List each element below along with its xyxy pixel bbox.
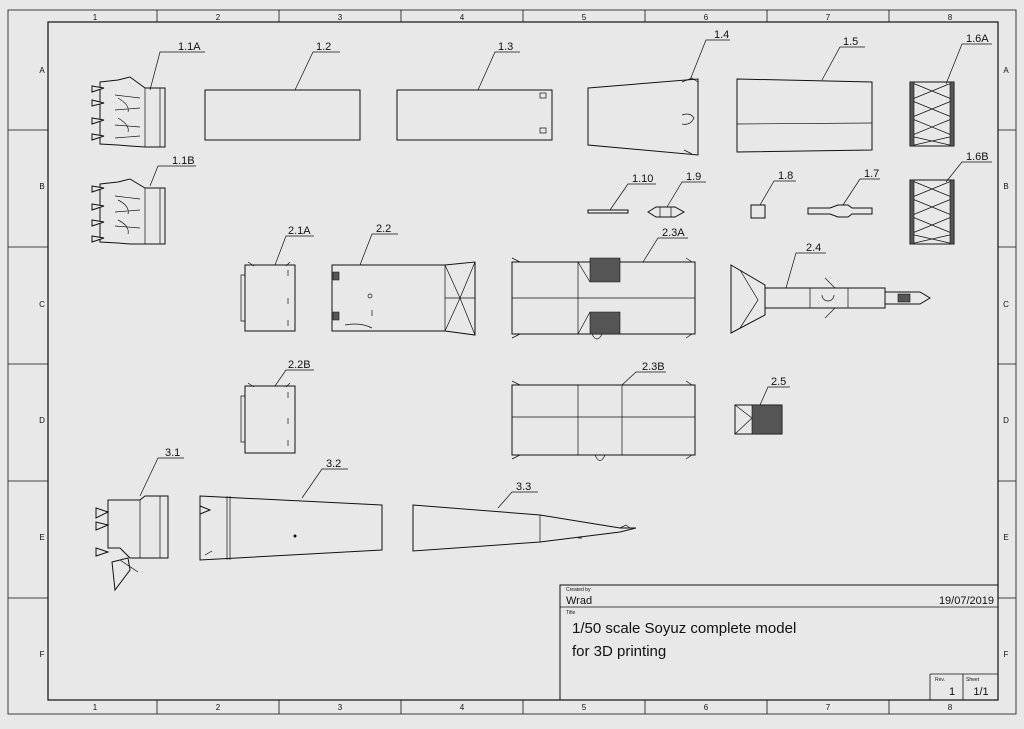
part-2-5-grid-plate: 2.5 (734, 376, 790, 435)
row-label: A (39, 66, 45, 75)
col-label: 4 (460, 13, 465, 22)
part-2-1a-module: 2.1A (240, 225, 314, 332)
row-labels-left: A B C D E F (39, 66, 45, 659)
row-label: D (39, 416, 45, 425)
col-label: 5 (582, 703, 587, 712)
part-label: 1.6B (966, 151, 989, 163)
part-3-1-engine-section: 3.1 (95, 447, 184, 592)
part-2-3a-module: 2.3A (511, 227, 696, 340)
part-3-2-tapered-stage: 3.2 (199, 458, 383, 561)
row-label: C (39, 300, 45, 309)
col-label: 2 (216, 703, 221, 712)
row-label: B (39, 182, 44, 191)
row-label: E (1003, 533, 1008, 542)
part-1-8-block: 1.8 (750, 170, 796, 219)
col-label: 4 (460, 703, 465, 712)
part-1-2-panel: 1.2 (204, 41, 361, 141)
column-labels-bottom: 1 2 3 4 5 6 7 8 (93, 703, 953, 712)
row-label: A (1003, 66, 1009, 75)
row-label: F (1004, 650, 1009, 659)
col-label: 7 (826, 13, 831, 22)
part-label: 1.5 (843, 36, 858, 48)
col-label: 8 (948, 703, 953, 712)
part-label: 1.1B (172, 155, 195, 167)
part-label: 2.5 (771, 376, 786, 388)
part-label: 2.3A (662, 227, 685, 239)
part-2-2b-module: 2.2B (240, 359, 314, 454)
row-label: F (40, 650, 45, 659)
part-1-10-strut: 1.10 (587, 173, 656, 214)
part-label: 1.9 (686, 171, 701, 183)
part-label: 1.6A (966, 33, 989, 45)
col-label: 6 (704, 703, 709, 712)
part-2-2-module: 2.2 (331, 223, 476, 336)
revision-label: Rev. (935, 677, 945, 683)
row-labels-right: A B C D E F (1003, 66, 1009, 659)
part-1-4-tapered-panel: 1.4 (587, 29, 730, 156)
col-label: 2 (216, 13, 221, 22)
part-1-1b-engine-block: 1.1B (91, 155, 196, 245)
col-label: 8 (948, 13, 953, 22)
part-label: 1.4 (714, 29, 729, 41)
row-label: D (1003, 416, 1009, 425)
col-label: 1 (93, 703, 98, 712)
part-label: 2.3B (642, 361, 665, 373)
row-label: C (1003, 300, 1009, 309)
part-1-3-panel: 1.3 (396, 41, 553, 141)
part-1-7-rod: 1.7 (807, 168, 880, 218)
revision-value: 1 (949, 686, 955, 698)
col-label: 7 (826, 703, 831, 712)
part-label: 1.3 (498, 41, 513, 53)
part-label: 1.8 (778, 170, 793, 182)
part-label: 1.1A (178, 41, 201, 53)
sheet-label: Sheet (966, 677, 980, 683)
drawing-title-line1: 1/50 scale Soyuz complete model (572, 620, 796, 637)
part-label: 2.4 (806, 242, 821, 254)
sheet-value: 1/1 (973, 686, 988, 698)
created-by-label: Created by (566, 587, 591, 593)
part-1-6a-truss-frame: 1.6A (909, 33, 992, 147)
part-label: 2.1A (288, 225, 311, 237)
outer-border (7, 9, 1017, 715)
part-label: 2.2 (376, 223, 391, 235)
part-1-6b-truss-frame: 1.6B (909, 151, 992, 245)
part-label: 3.2 (326, 458, 341, 470)
drawing-title-line2: for 3D printing (572, 643, 666, 660)
part-label: 2.2B (288, 359, 311, 371)
part-label: 3.1 (165, 447, 180, 459)
part-label: 1.10 (632, 173, 653, 185)
grid-ticks (8, 10, 1016, 714)
part-label: 3.3 (516, 481, 531, 493)
col-label: 5 (582, 13, 587, 22)
part-label: 1.7 (864, 168, 879, 180)
title-label: Title (566, 610, 575, 616)
row-label: B (1003, 182, 1008, 191)
title-block: Created by Wrad 19/07/2019 Title 1/50 sc… (559, 584, 999, 701)
col-label: 3 (338, 703, 343, 712)
column-labels-top: 1 2 3 4 5 6 7 8 (93, 13, 953, 22)
col-label: 1 (93, 13, 98, 22)
part-2-4-tower: 2.4 (730, 242, 931, 334)
part-1-1a-engine-block: 1.1A (91, 41, 205, 148)
part-label: 1.2 (316, 41, 331, 53)
row-label: E (39, 533, 44, 542)
part-1-5-tapered-panel: 1.5 (736, 36, 873, 153)
drawing-date: 19/07/2019 (939, 595, 994, 607)
part-3-3-upper-stage: 3.3 (412, 481, 637, 552)
col-label: 6 (704, 13, 709, 22)
part-2-3b-module: 2.3B (511, 361, 696, 461)
part-1-9-tank: 1.9 (647, 171, 706, 218)
col-label: 3 (338, 13, 343, 22)
author-name: Wrad (566, 595, 592, 607)
